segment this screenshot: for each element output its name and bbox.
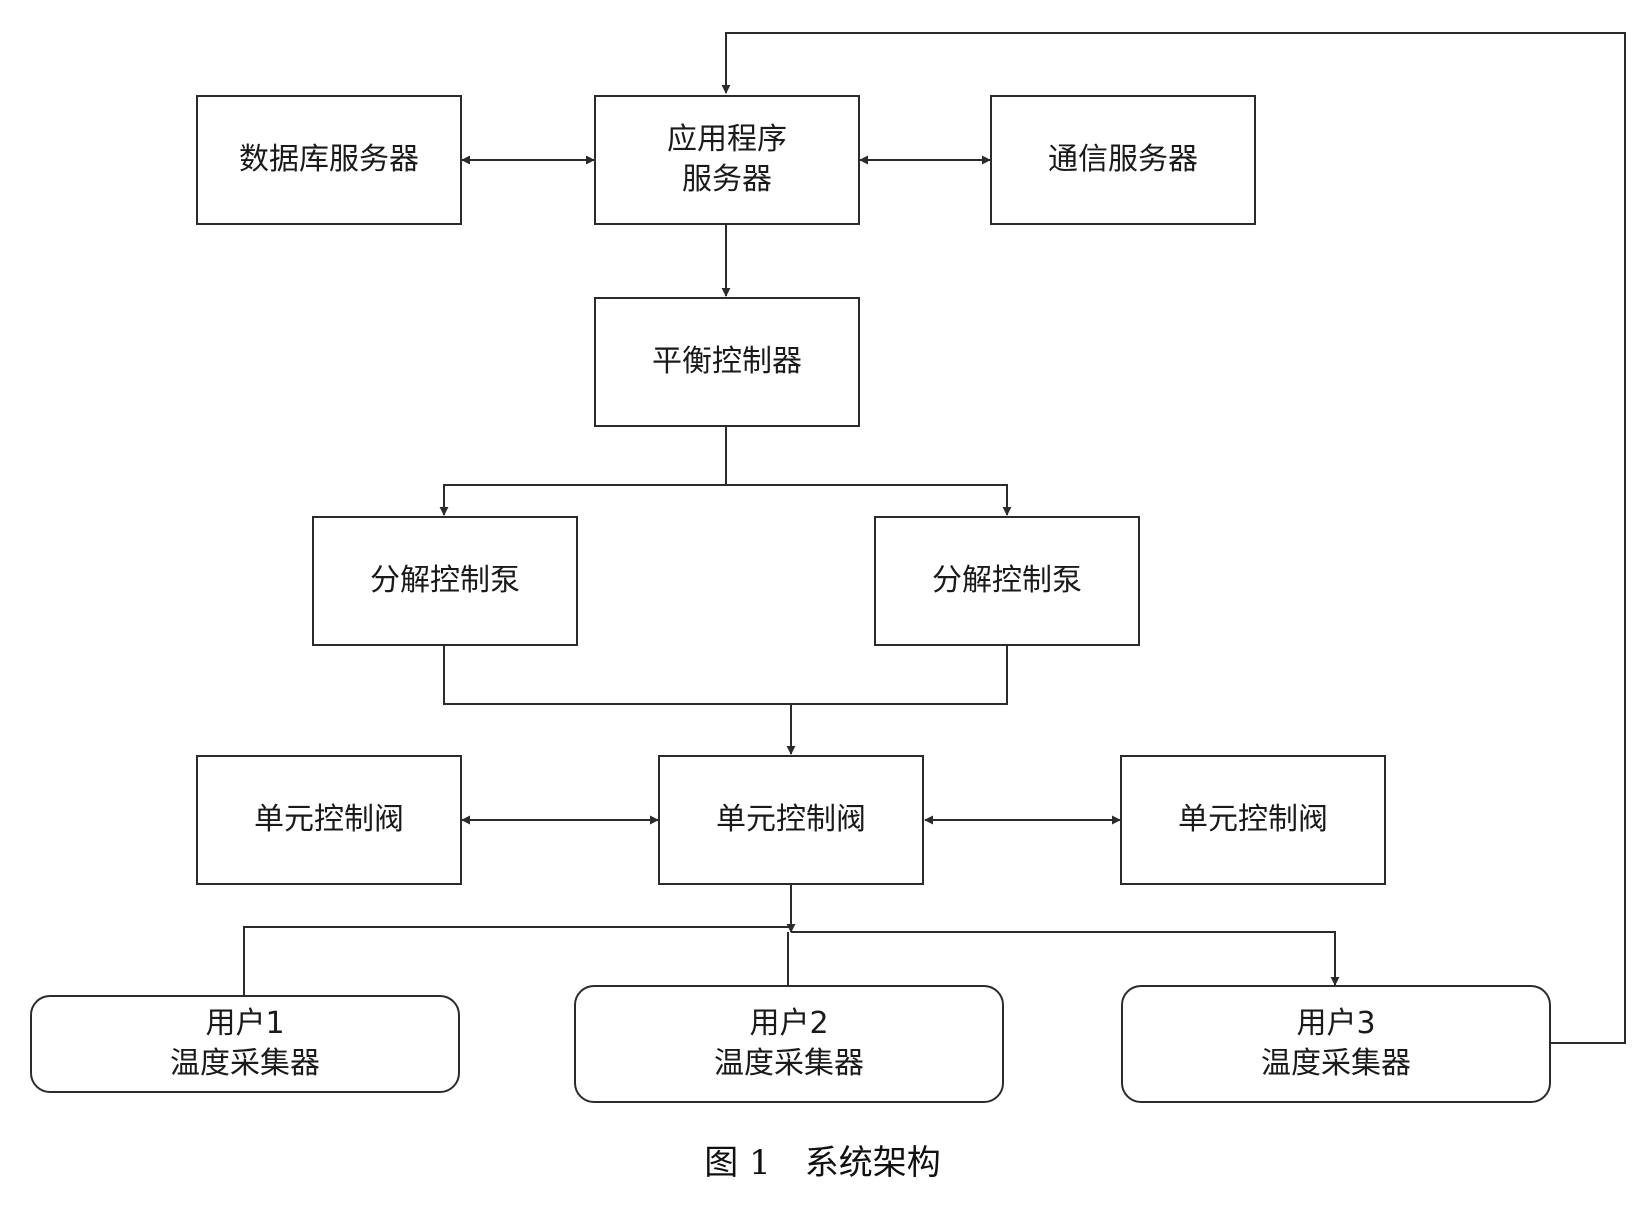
app-server-box: 应用程序 服务器 bbox=[594, 95, 860, 225]
decomp-pump-left-box: 分解控制泵 bbox=[312, 516, 578, 646]
user1-collector-label: 温度采集器 bbox=[170, 1046, 320, 1081]
decomp-pump-left-label: 分解控制泵 bbox=[370, 563, 520, 598]
user3-collector-label: 温度采集器 bbox=[1261, 1046, 1411, 1081]
unit-valve-right-box: 单元控制阀 bbox=[1120, 755, 1386, 885]
connector-pumps-merge bbox=[443, 646, 1008, 705]
user3-label: 用户3 bbox=[1296, 1006, 1376, 1041]
user3-collector-box: 用户3 温度采集器 bbox=[1121, 985, 1551, 1103]
user1-label: 用户1 bbox=[205, 1006, 285, 1041]
user2-collector-label: 温度采集器 bbox=[714, 1046, 864, 1081]
unit-valve-right-label: 单元控制阀 bbox=[1178, 802, 1328, 837]
database-server-box: 数据库服务器 bbox=[196, 95, 462, 225]
decomp-pump-right-label: 分解控制泵 bbox=[932, 563, 1082, 598]
user2-label: 用户2 bbox=[749, 1006, 829, 1041]
connector-user1 bbox=[243, 926, 791, 995]
unit-valve-left-box: 单元控制阀 bbox=[196, 755, 462, 885]
arrow-user3 bbox=[791, 931, 1340, 986]
database-server-label: 数据库服务器 bbox=[239, 142, 419, 177]
unit-valve-center-label: 单元控制阀 bbox=[716, 802, 866, 837]
app-server-label-line1: 应用程序 bbox=[667, 122, 787, 157]
balance-controller-box: 平衡控制器 bbox=[594, 297, 860, 427]
user2-collector-box: 用户2 温度采集器 bbox=[574, 985, 1004, 1103]
unit-valve-center-box: 单元控制阀 bbox=[658, 755, 924, 885]
unit-valve-left-label: 单元控制阀 bbox=[254, 802, 404, 837]
user1-collector-box: 用户1 温度采集器 bbox=[30, 995, 460, 1093]
arrow-balance-pump-right bbox=[726, 484, 1012, 516]
figure-caption: 图 1 系统架构 bbox=[704, 1143, 941, 1183]
decomp-pump-right-box: 分解控制泵 bbox=[874, 516, 1140, 646]
comm-server-box: 通信服务器 bbox=[990, 95, 1256, 225]
arrow-balance-pump-left bbox=[439, 484, 726, 516]
comm-server-label: 通信服务器 bbox=[1048, 142, 1198, 177]
app-server-label-line2: 服务器 bbox=[682, 162, 772, 197]
arrow-feedback-user3-app bbox=[721, 32, 1626, 1044]
balance-controller-label: 平衡控制器 bbox=[652, 344, 802, 379]
